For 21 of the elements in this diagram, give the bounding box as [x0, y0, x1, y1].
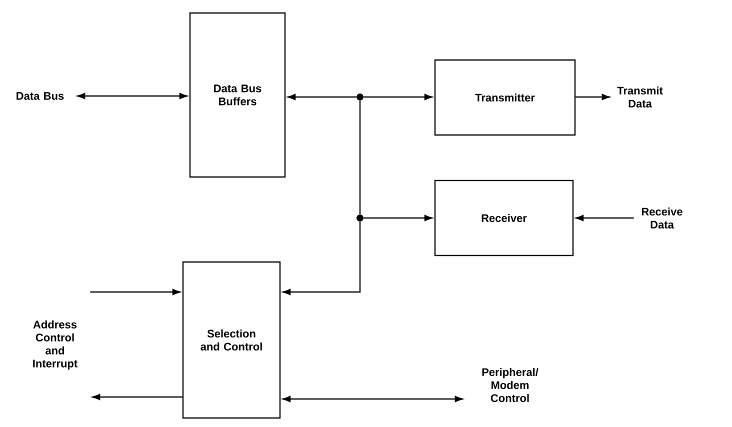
signal-label: Data Bus — [16, 92, 64, 100]
block-box: Selection and Control — [182, 261, 281, 419]
arrow — [282, 222, 361, 296]
arrow — [576, 214, 634, 222]
arrow — [364, 94, 432, 100]
signal-label: Receive Data — [642, 207, 682, 229]
junction-dot — [356, 214, 364, 222]
signal-label: Transmit Data — [617, 86, 663, 108]
arrow — [90, 288, 180, 296]
signal-label: Address Control and Interrupt — [33, 320, 78, 370]
signal-label: Peripheral/ Modem Control — [482, 368, 538, 402]
arrow — [576, 94, 610, 100]
junction-dot — [356, 94, 364, 100]
arrow — [77, 92, 188, 100]
arrow — [288, 94, 356, 100]
block-box: Receiver — [434, 180, 574, 256]
block-box: Transmitter — [434, 59, 576, 136]
arrow — [92, 394, 182, 400]
block-box: Data Bus Buffers — [189, 12, 286, 178]
arrow — [282, 396, 463, 402]
arrow — [364, 214, 432, 222]
